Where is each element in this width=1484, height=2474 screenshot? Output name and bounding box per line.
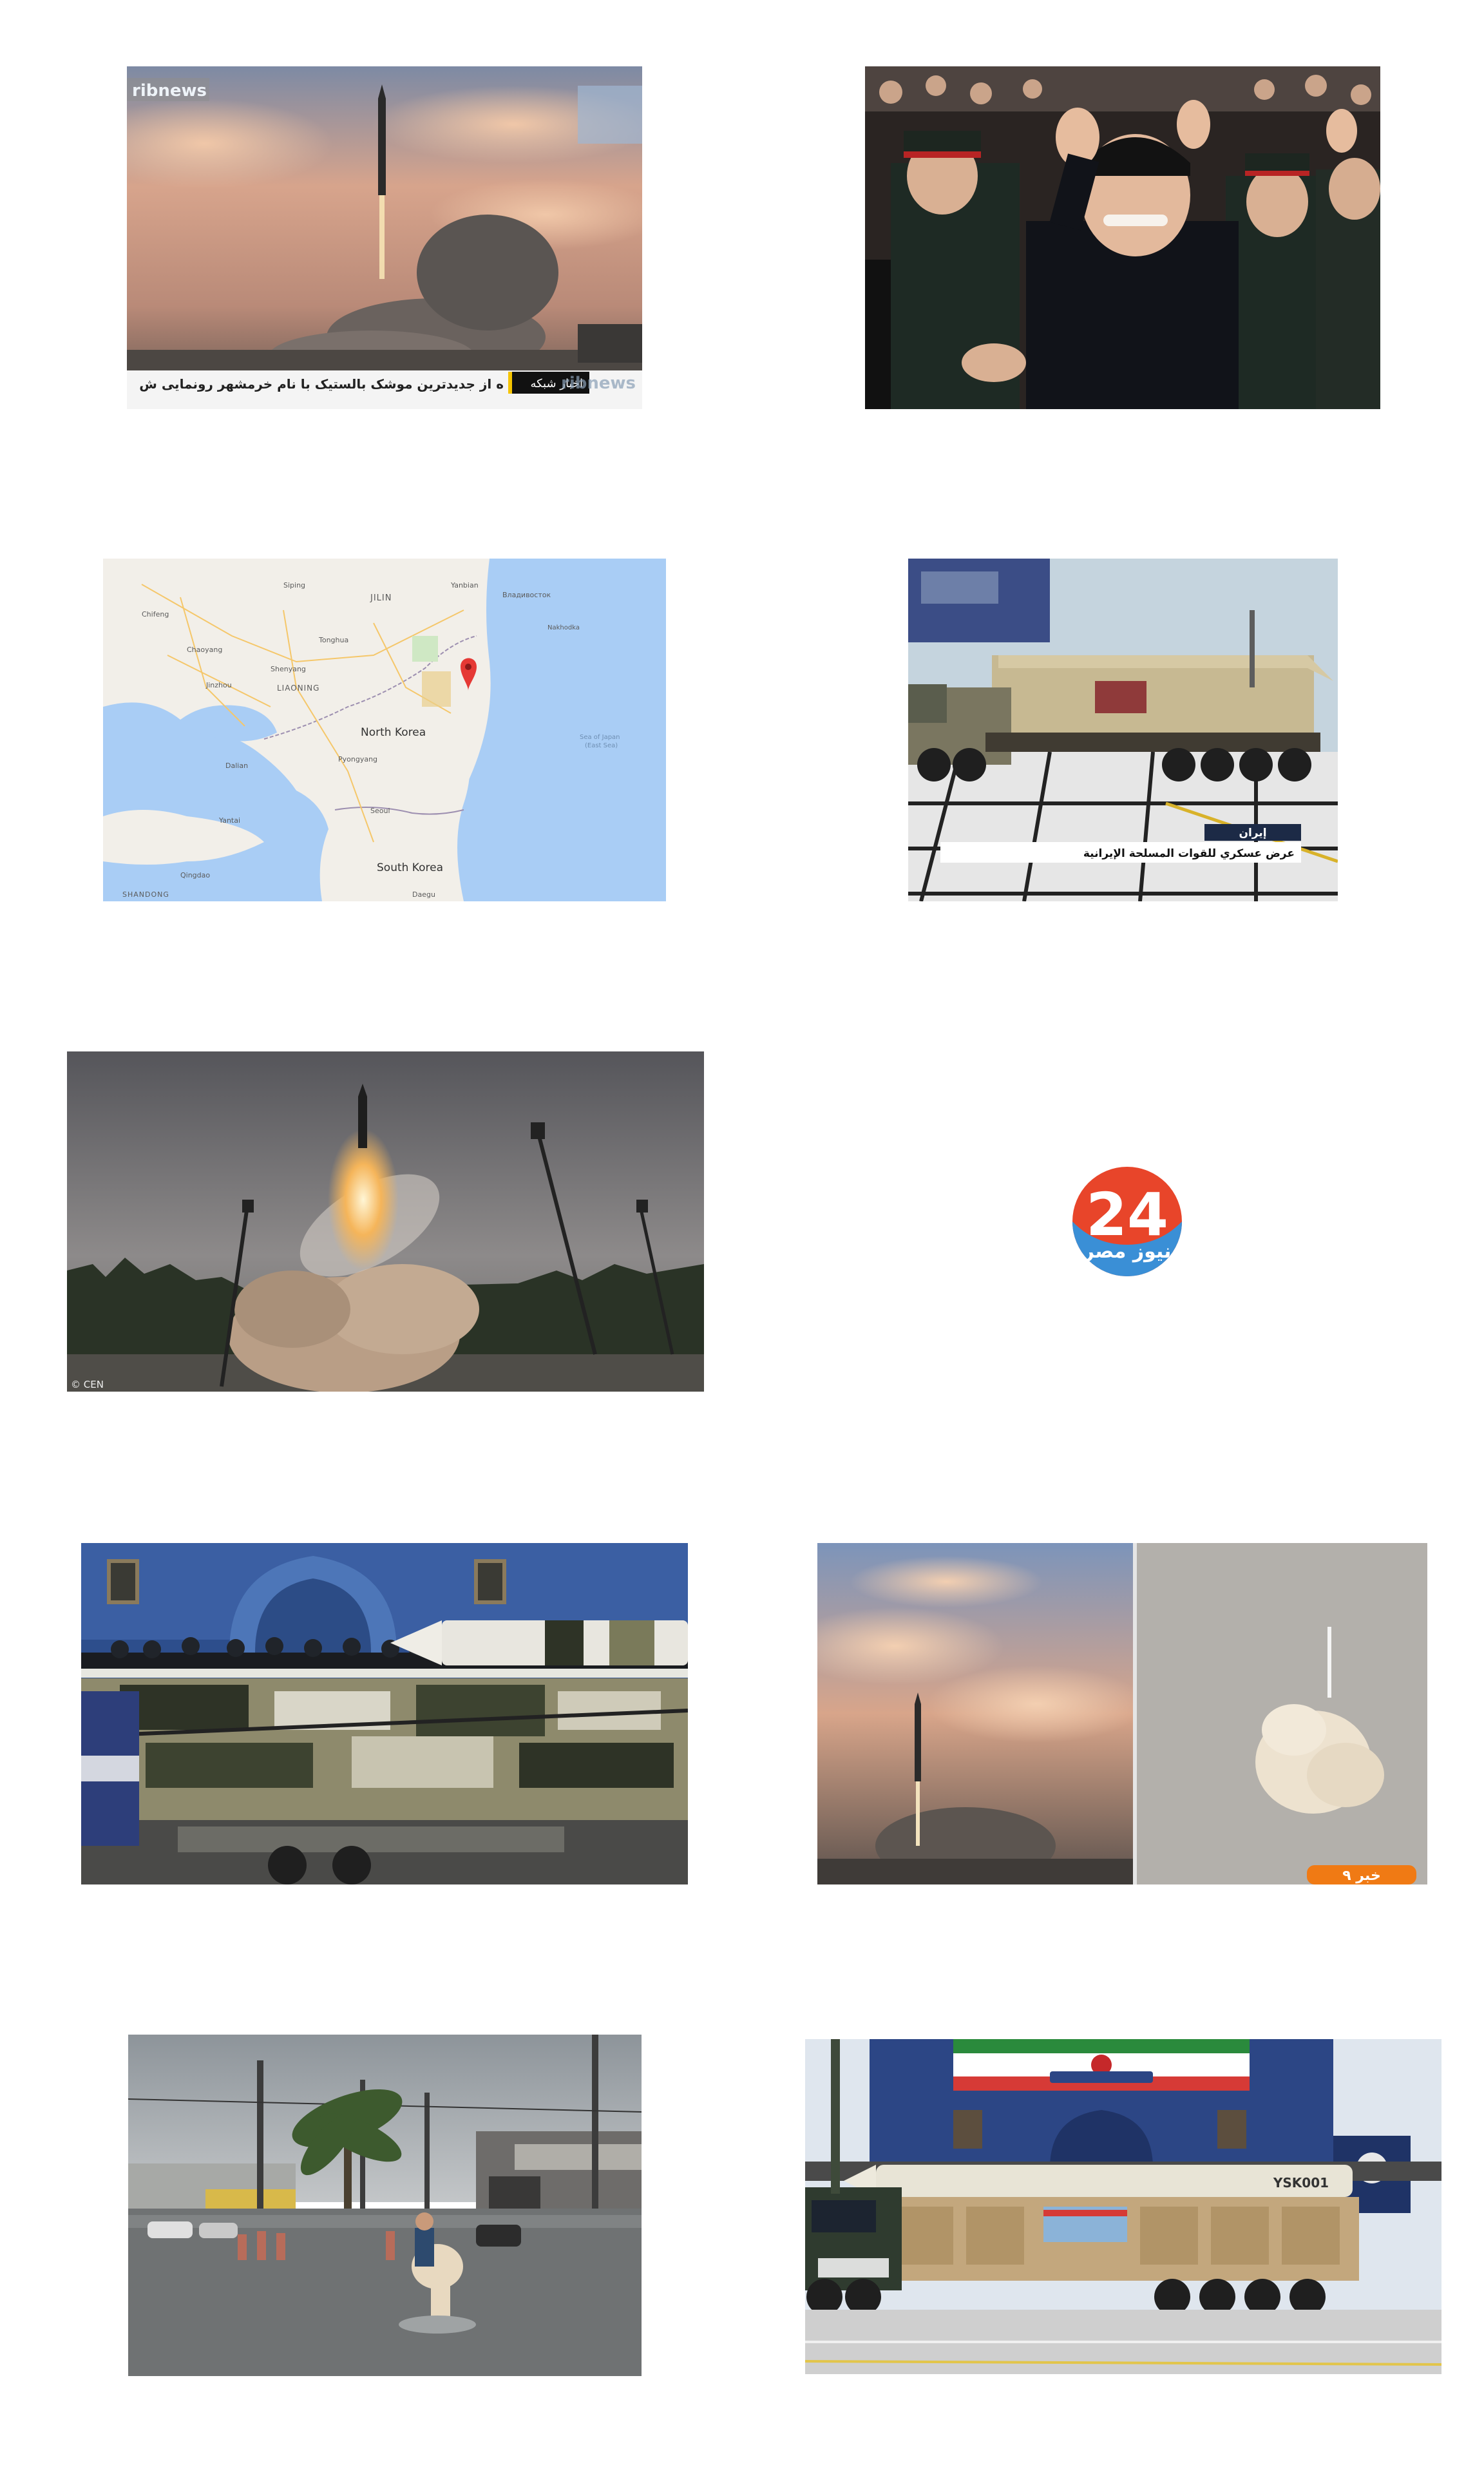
map-label-jilin: JILIN	[370, 593, 392, 603]
map-label-seoul: Seoul	[370, 807, 390, 815]
leader-crowd-graphic	[865, 66, 1380, 409]
leader-crowd-image[interactable]	[865, 66, 1380, 409]
news-watermark: ribnews	[132, 81, 207, 101]
parade-khorramshahr-image[interactable]: YSK001	[805, 2039, 1441, 2374]
photo-credit: © CEN	[71, 1379, 104, 1390]
logo-placeholder-graphic: 24 نيوز مصر	[837, 1051, 1417, 1392]
map-label-liaoning: LIAONING	[277, 684, 319, 693]
map-label-daegu: Daegu	[412, 890, 435, 899]
map-label-south-korea: South Korea	[377, 861, 443, 874]
logo-number: 24	[1086, 1180, 1168, 1249]
parade-khorramshahr-graphic: YSK001	[805, 2039, 1441, 2374]
map-label-vladivostok: Владивосток	[502, 591, 551, 599]
caption-country: إيران	[1239, 827, 1266, 839]
sea-of-japan-area	[451, 559, 666, 901]
ticker-text: ه از جدیدترین موشک بالستیک با نام خرمشهر…	[139, 376, 504, 392]
split-launch-image[interactable]: خبر ۹	[817, 1543, 1427, 1884]
korea-map-image[interactable]: JILIN LIAONING North Korea Pyongyang Seo…	[103, 559, 666, 901]
map-label-sea-of-japan: Sea of Japan	[580, 734, 620, 741]
logo-placeholder-image[interactable]: 24 نيوز مصر	[837, 1051, 1417, 1392]
map-label-yantai: Yantai	[218, 816, 240, 825]
map-label-shandong: SHANDONG	[122, 890, 169, 899]
korea-map-graphic: JILIN LIAONING North Korea Pyongyang Seo…	[103, 559, 666, 901]
map-label-jinzhou: Jinzhou	[205, 681, 232, 689]
map-label-siping: Siping	[283, 581, 305, 590]
map-label-yanbian: Yanbian	[450, 581, 479, 590]
map-label-qingdao: Qingdao	[180, 871, 210, 879]
logo-text: نيوز مصر	[1082, 1240, 1172, 1263]
map-label-shenyang: Shenyang	[271, 665, 306, 673]
news-badge: خبر ۹	[1342, 1868, 1381, 1884]
flood-horse-image[interactable]	[128, 2035, 642, 2376]
map-label-tonghua: Tonghua	[318, 636, 348, 644]
missile-marking: YSK001	[1273, 2175, 1329, 2191]
missile-launch-sunset-graphic: اخبار شبکه ه از جدیدترین موشک بالستیک با…	[127, 66, 642, 409]
ticker-label: اخبار شبکه	[530, 377, 583, 390]
map-label-north-korea: North Korea	[361, 726, 426, 739]
caption-text: عرض عسكري للقوات المسلحة الإيرانية	[1083, 847, 1295, 860]
map-label-chaoyang: Chaoyang	[187, 646, 222, 654]
parade-missile-carrier-image[interactable]	[81, 1543, 688, 1884]
map-label-east-sea: (East Sea)	[585, 742, 618, 749]
ticker-watermark: ribnews	[561, 374, 636, 393]
map-label-dalian: Dalian	[225, 762, 248, 770]
map-label-nakhodka: Nakhodka	[547, 624, 580, 631]
rocket-launch-forest-graphic: © CEN	[67, 1051, 704, 1392]
map-label-chifeng: Chifeng	[142, 610, 169, 618]
map-label-pyongyang: Pyongyang	[338, 755, 377, 763]
parade-missile-carrier-graphic	[81, 1543, 688, 1884]
parade-truck-news-graphic: إيران عرض عسكري للقوات المسلحة الإيرانية	[908, 559, 1338, 901]
missile-launch-sunset-image[interactable]: اخبار شبکه ه از جدیدترین موشک بالستیک با…	[127, 66, 642, 409]
location-pin-icon[interactable]	[461, 658, 477, 691]
rocket-launch-forest-image[interactable]: © CEN	[67, 1051, 704, 1392]
split-launch-graphic: خبر ۹	[817, 1543, 1427, 1884]
flood-horse-graphic	[128, 2035, 642, 2376]
parade-truck-news-image[interactable]: إيران عرض عسكري للقوات المسلحة الإيرانية	[908, 559, 1338, 901]
news24-logo: 24 نيوز مصر	[1072, 1167, 1182, 1276]
